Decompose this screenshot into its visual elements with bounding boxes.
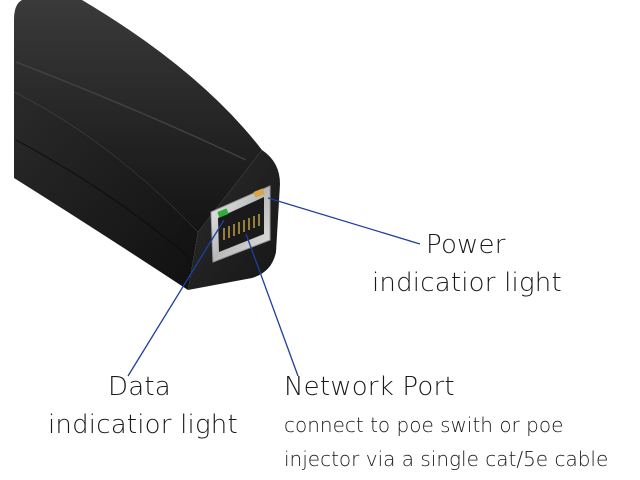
power-indicator-led (253, 188, 265, 198)
power-label-line1: Power (426, 230, 506, 260)
network-port-leader-line (245, 233, 299, 377)
network-port-description-line1: connect to poe swith or poe (284, 413, 564, 437)
network-port-description-line2: injector via a single cat/5e cable (284, 447, 609, 471)
data-indicator-led (217, 208, 229, 218)
power-leader-line (267, 197, 421, 245)
data-label-line1: Data (108, 372, 171, 402)
network-port-title: Network Port (284, 372, 455, 402)
power-label-line2: indicatior light (372, 268, 562, 298)
data-label-line2: indicatior light (48, 410, 238, 440)
network-port (210, 185, 271, 263)
data-leader-line (127, 219, 225, 377)
